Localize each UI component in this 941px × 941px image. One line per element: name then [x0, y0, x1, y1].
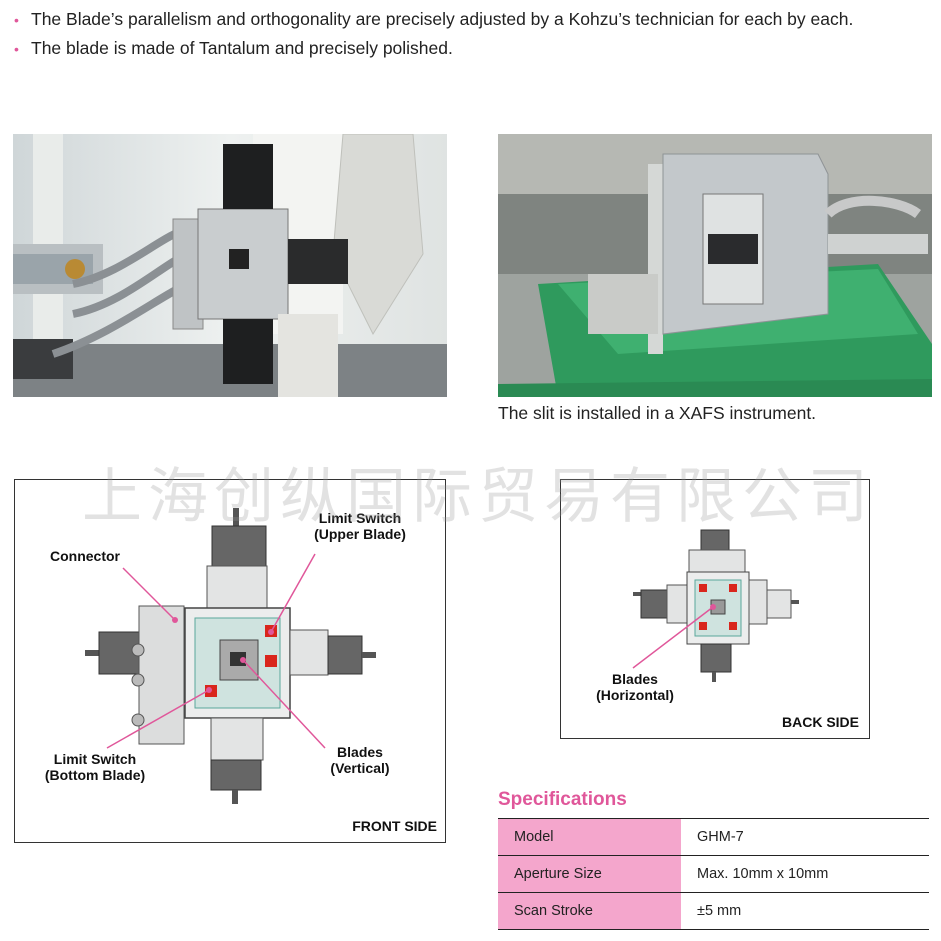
spec-key: Scan Stroke: [498, 892, 681, 930]
photo-caption: The slit is installed in a XAFS instrume…: [498, 403, 817, 423]
front-side-diagram: Connector Limit Switch (Upper Blade) Lim…: [14, 479, 446, 843]
spec-key: Model: [498, 818, 681, 856]
bullet-icon: •: [14, 12, 19, 28]
spec-key: Aperture Size: [498, 855, 681, 893]
back-side-label: BACK SIDE: [781, 714, 859, 730]
specifications-table: Model GHM-7 Aperture Size Max. 10mm x 10…: [498, 818, 929, 930]
table-row: Aperture Size Max. 10mm x 10mm: [498, 855, 929, 893]
xafs-instrument-photo: [498, 134, 932, 397]
connector-label: Connector: [50, 548, 120, 564]
bullet-icon: •: [14, 40, 19, 57]
feature-list-item: • The Blade’s parallelism and orthogonal…: [14, 6, 934, 35]
table-row: Scan Stroke ±5 mm: [498, 892, 929, 930]
feature-text: The Blade’s parallelism and orthogonalit…: [31, 9, 854, 29]
spec-value: ±5 mm: [681, 892, 929, 930]
spec-value: Max. 10mm x 10mm: [681, 855, 929, 893]
limit-switch-upper-label: Limit Switch (Upper Blade): [314, 510, 406, 542]
blades-horizontal-label: Blades (Horizontal): [596, 671, 674, 703]
feature-list-item: • The blade is made of Tantalum and prec…: [14, 35, 934, 64]
feature-text: The blade is made of Tantalum and precis…: [31, 37, 453, 58]
feature-list: • The Blade’s parallelism and orthogonal…: [14, 6, 934, 63]
company-watermark: 上海创纵国际贸易有限公司: [82, 462, 874, 532]
table-row: Model GHM-7: [498, 818, 929, 856]
slit-closeup-photo: [13, 134, 447, 397]
limit-switch-bottom-label: Limit Switch (Bottom Blade): [44, 751, 146, 783]
blades-vertical-label: Blades (Vertical): [330, 744, 390, 776]
front-side-label: FRONT SIDE: [352, 818, 437, 834]
back-side-diagram: Blades (Horizontal) BACK SIDE: [560, 479, 870, 739]
specifications-title: Specifications: [498, 789, 627, 810]
spec-value: GHM-7: [681, 818, 929, 856]
